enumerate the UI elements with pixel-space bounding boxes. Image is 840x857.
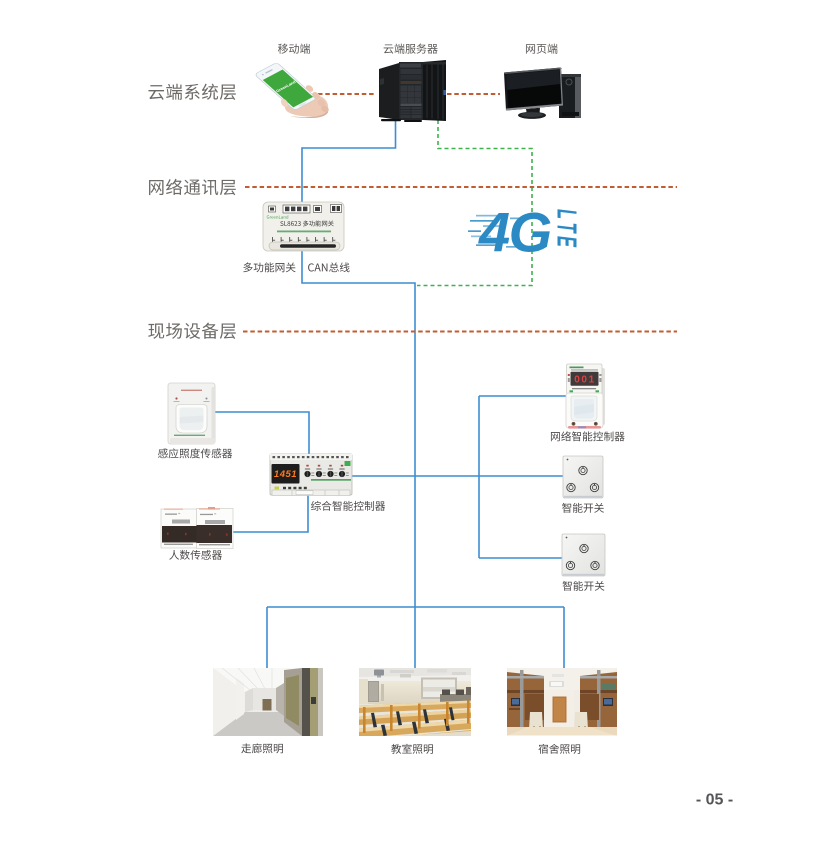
svg-text:001: 001 (574, 375, 596, 386)
svg-text:4G: 4G (478, 201, 551, 264)
svg-text:L: L (551, 209, 583, 219)
svg-text:1451: 1451 (274, 469, 297, 480)
svg-text:T: T (551, 223, 583, 234)
svg-text:E: E (551, 236, 583, 247)
svg-text:- 05 -: - 05 - (696, 792, 733, 809)
